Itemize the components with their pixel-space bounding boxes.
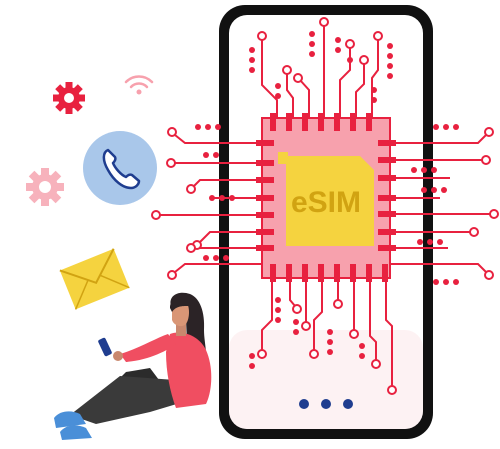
person-sitting [54,292,212,440]
pager-dot [321,399,331,409]
esim-label: eSIM [291,186,361,219]
gear-icon-red [53,82,85,114]
sim-card [286,156,374,246]
pager-dot [343,399,353,409]
wifi-icon [124,75,154,95]
gear-icon-pink [26,168,64,206]
trace-end-rings [151,17,499,395]
envelope-icon [59,248,130,310]
phone-call-icon [83,131,157,205]
pager-dot [299,399,309,409]
trace-dots [195,31,459,369]
circuit-traces [160,26,490,386]
esim-chip: eSIM [256,113,396,282]
